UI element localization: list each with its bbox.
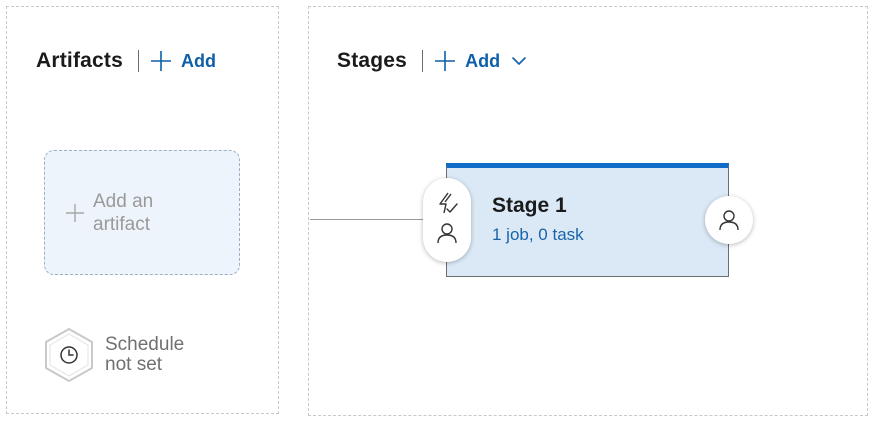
person-icon[interactable] bbox=[436, 222, 458, 244]
post-deployment-conditions[interactable] bbox=[705, 196, 753, 244]
stages-header: Stages Add bbox=[337, 49, 528, 73]
chevron-down-icon[interactable] bbox=[510, 52, 528, 70]
clock-icon bbox=[45, 327, 93, 383]
artifacts-header: Artifacts Add bbox=[36, 49, 216, 73]
stage-name: Stage 1 bbox=[492, 194, 567, 217]
person-icon bbox=[719, 210, 739, 231]
add-stage-link-label: Add bbox=[465, 50, 501, 71]
add-artifact-link[interactable]: Add bbox=[149, 49, 216, 73]
stages-panel: Stages Add bbox=[308, 6, 868, 416]
add-stage-link[interactable]: Add bbox=[433, 49, 528, 73]
header-divider bbox=[422, 50, 424, 72]
add-artifact-link-label: Add bbox=[181, 50, 216, 71]
lightning-icon[interactable] bbox=[435, 191, 459, 215]
artifacts-title: Artifacts bbox=[36, 49, 123, 72]
header-divider bbox=[138, 50, 139, 72]
pre-deployment-conditions[interactable] bbox=[423, 178, 471, 262]
pipeline-connector bbox=[310, 219, 428, 220]
stages-title: Stages bbox=[337, 49, 408, 72]
plus-icon bbox=[66, 203, 84, 222]
artifacts-panel: Artifacts Add Add an artifact Sched bbox=[6, 6, 279, 414]
schedule-trigger[interactable]: Schedule not set bbox=[43, 327, 205, 383]
plus-icon bbox=[151, 51, 171, 71]
schedule-label: Schedule not set bbox=[105, 334, 185, 375]
stage-card[interactable]: Stage 1 1 job, 0 task bbox=[446, 163, 729, 277]
stage-job-summary[interactable]: 1 job, 0 task bbox=[492, 225, 584, 244]
plus-icon bbox=[435, 51, 456, 71]
add-artifact-button[interactable]: Add an artifact bbox=[44, 150, 240, 275]
add-artifact-label: Add an artifact bbox=[93, 190, 154, 235]
